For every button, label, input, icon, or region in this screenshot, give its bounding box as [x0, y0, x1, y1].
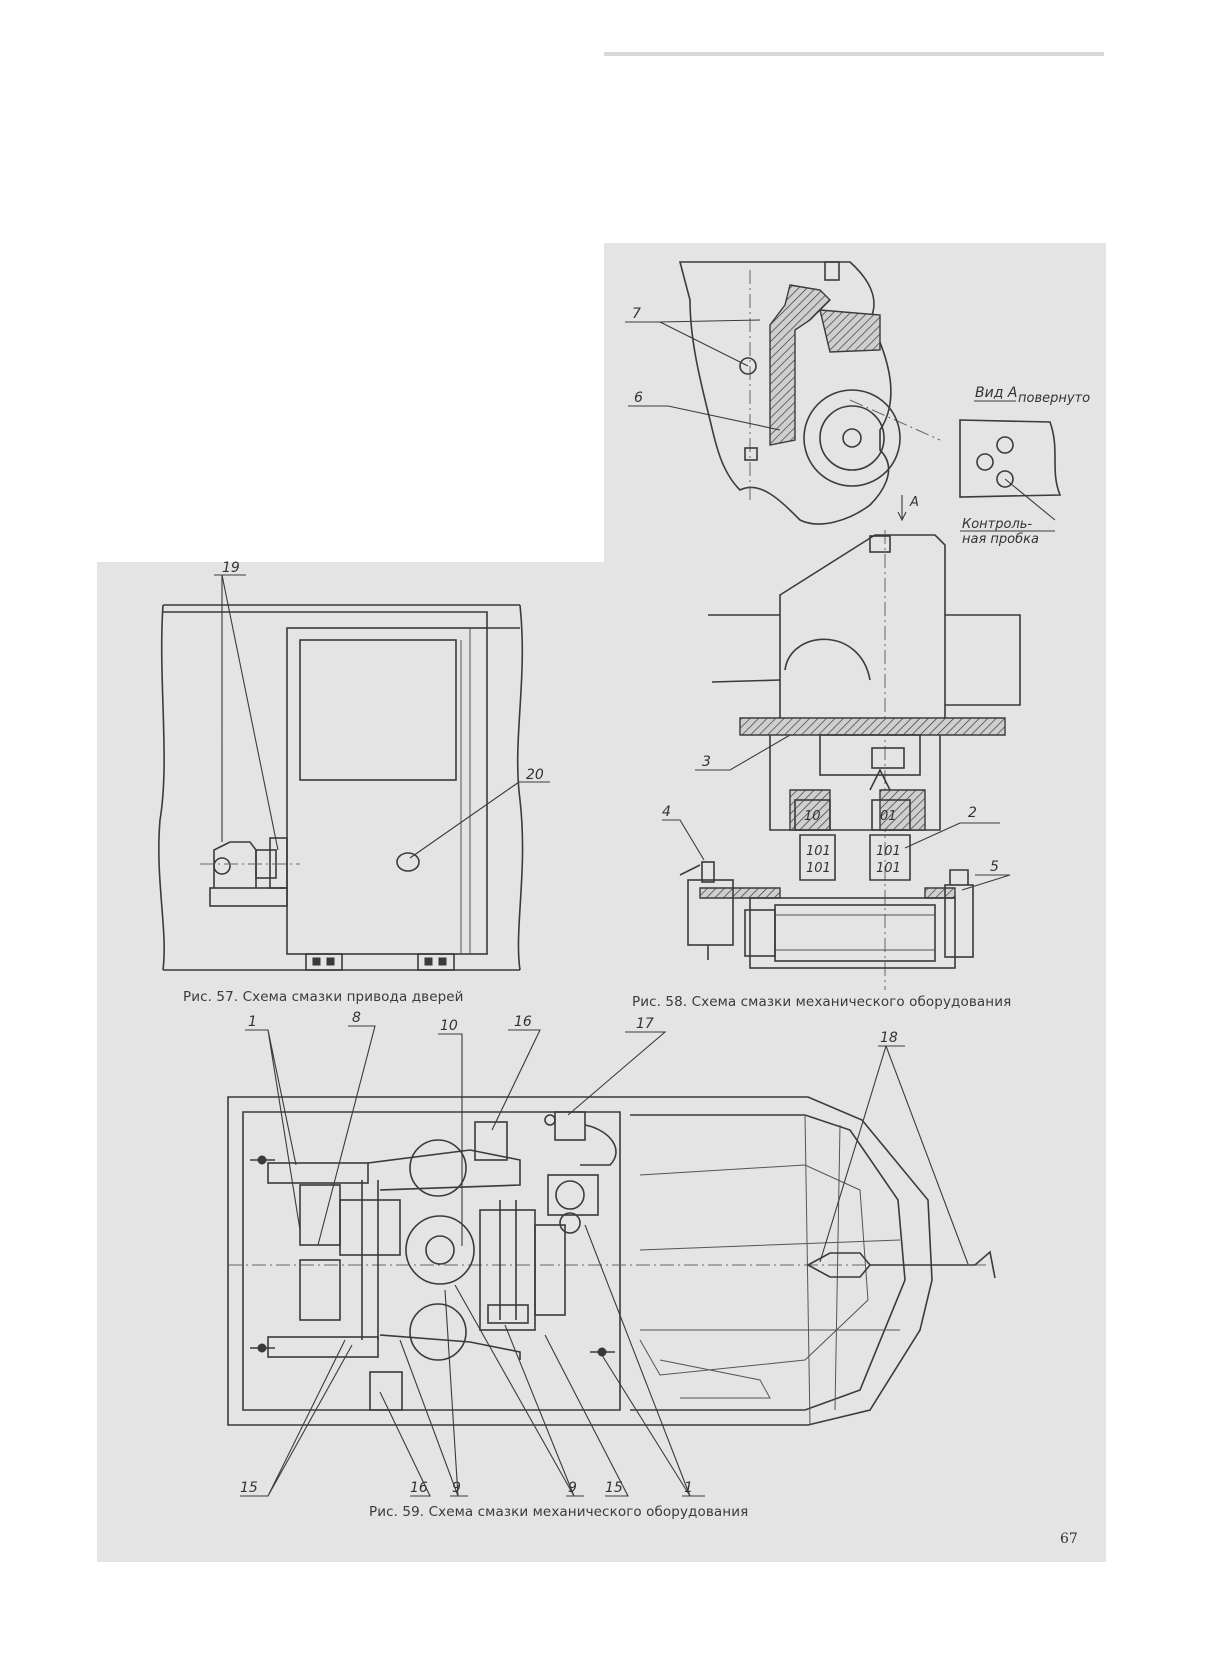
fig58-bearing-mark-5: 101	[876, 844, 901, 859]
fig59-caption: Рис. 59. Схема смазки механического обор…	[369, 1504, 749, 1520]
fig58-bearing-mark-1: 10	[804, 809, 821, 824]
fig58-callout-3: 3	[702, 754, 711, 770]
fig59-callout-bottom-9a: 9	[452, 1480, 461, 1496]
fig58-callout-6: 6	[634, 390, 643, 406]
fig58-bearing-mark-2: 01	[880, 809, 897, 824]
fig58-bearing-mark-4: 101	[806, 861, 831, 876]
fig59-callout-bottom-9b: 9	[568, 1480, 577, 1496]
fig58-drawing: Вид А повернуто Контроль- ная пробка А 1…	[625, 261, 1090, 990]
fig59-callout-bottom-15a: 15	[240, 1480, 258, 1496]
scan-background	[97, 243, 1106, 1562]
fig59-callout-bottom-15b: 15	[605, 1480, 623, 1496]
page-number: 67	[1060, 1531, 1078, 1547]
fig59-callout-bottom-16: 16	[410, 1480, 428, 1496]
fig59-callout-top-10: 10	[440, 1018, 458, 1034]
fig59-callout-top-8: 8	[352, 1010, 361, 1026]
page-top-rule	[604, 52, 1104, 56]
fig58-plug-label-1: Контроль-	[962, 517, 1032, 532]
fig58-plug-label-2: ная пробка	[962, 532, 1039, 547]
fig59-callout-top-17: 17	[636, 1016, 654, 1032]
fig58-caption: Рис. 58. Схема смазки механического обор…	[632, 994, 1012, 1010]
fig58-callout-4: 4	[662, 804, 671, 820]
fig59-callout-bottom-1: 1	[684, 1480, 693, 1496]
fig57-caption: Рис. 57. Схема смазки привода дверей	[183, 989, 464, 1005]
fig58-view-suffix: повернуто	[1018, 391, 1090, 406]
fig57-callout-19: 19	[222, 560, 240, 576]
fig58-callout-2: 2	[968, 805, 977, 821]
fig58-callout-5: 5	[990, 859, 999, 875]
fig58-bearing-mark-3: 101	[806, 844, 831, 859]
fig58-bearing-mark-6: 101	[876, 861, 901, 876]
fig59-callout-top-1: 1	[248, 1014, 257, 1030]
fig58-view-arrow: А	[909, 495, 919, 510]
fig57-drawing: 19 20	[158, 560, 550, 971]
fig58-view-label: Вид А	[975, 385, 1017, 401]
fig58-callout-7: 7	[632, 306, 641, 322]
fig59-drawing: 1 8 10 16 17 18 15 16 9 9 15 1	[227, 1010, 996, 1497]
fig57-callout-20: 20	[526, 767, 544, 783]
fig59-callout-top-18: 18	[880, 1030, 898, 1046]
fig59-callout-top-16: 16	[514, 1014, 532, 1030]
